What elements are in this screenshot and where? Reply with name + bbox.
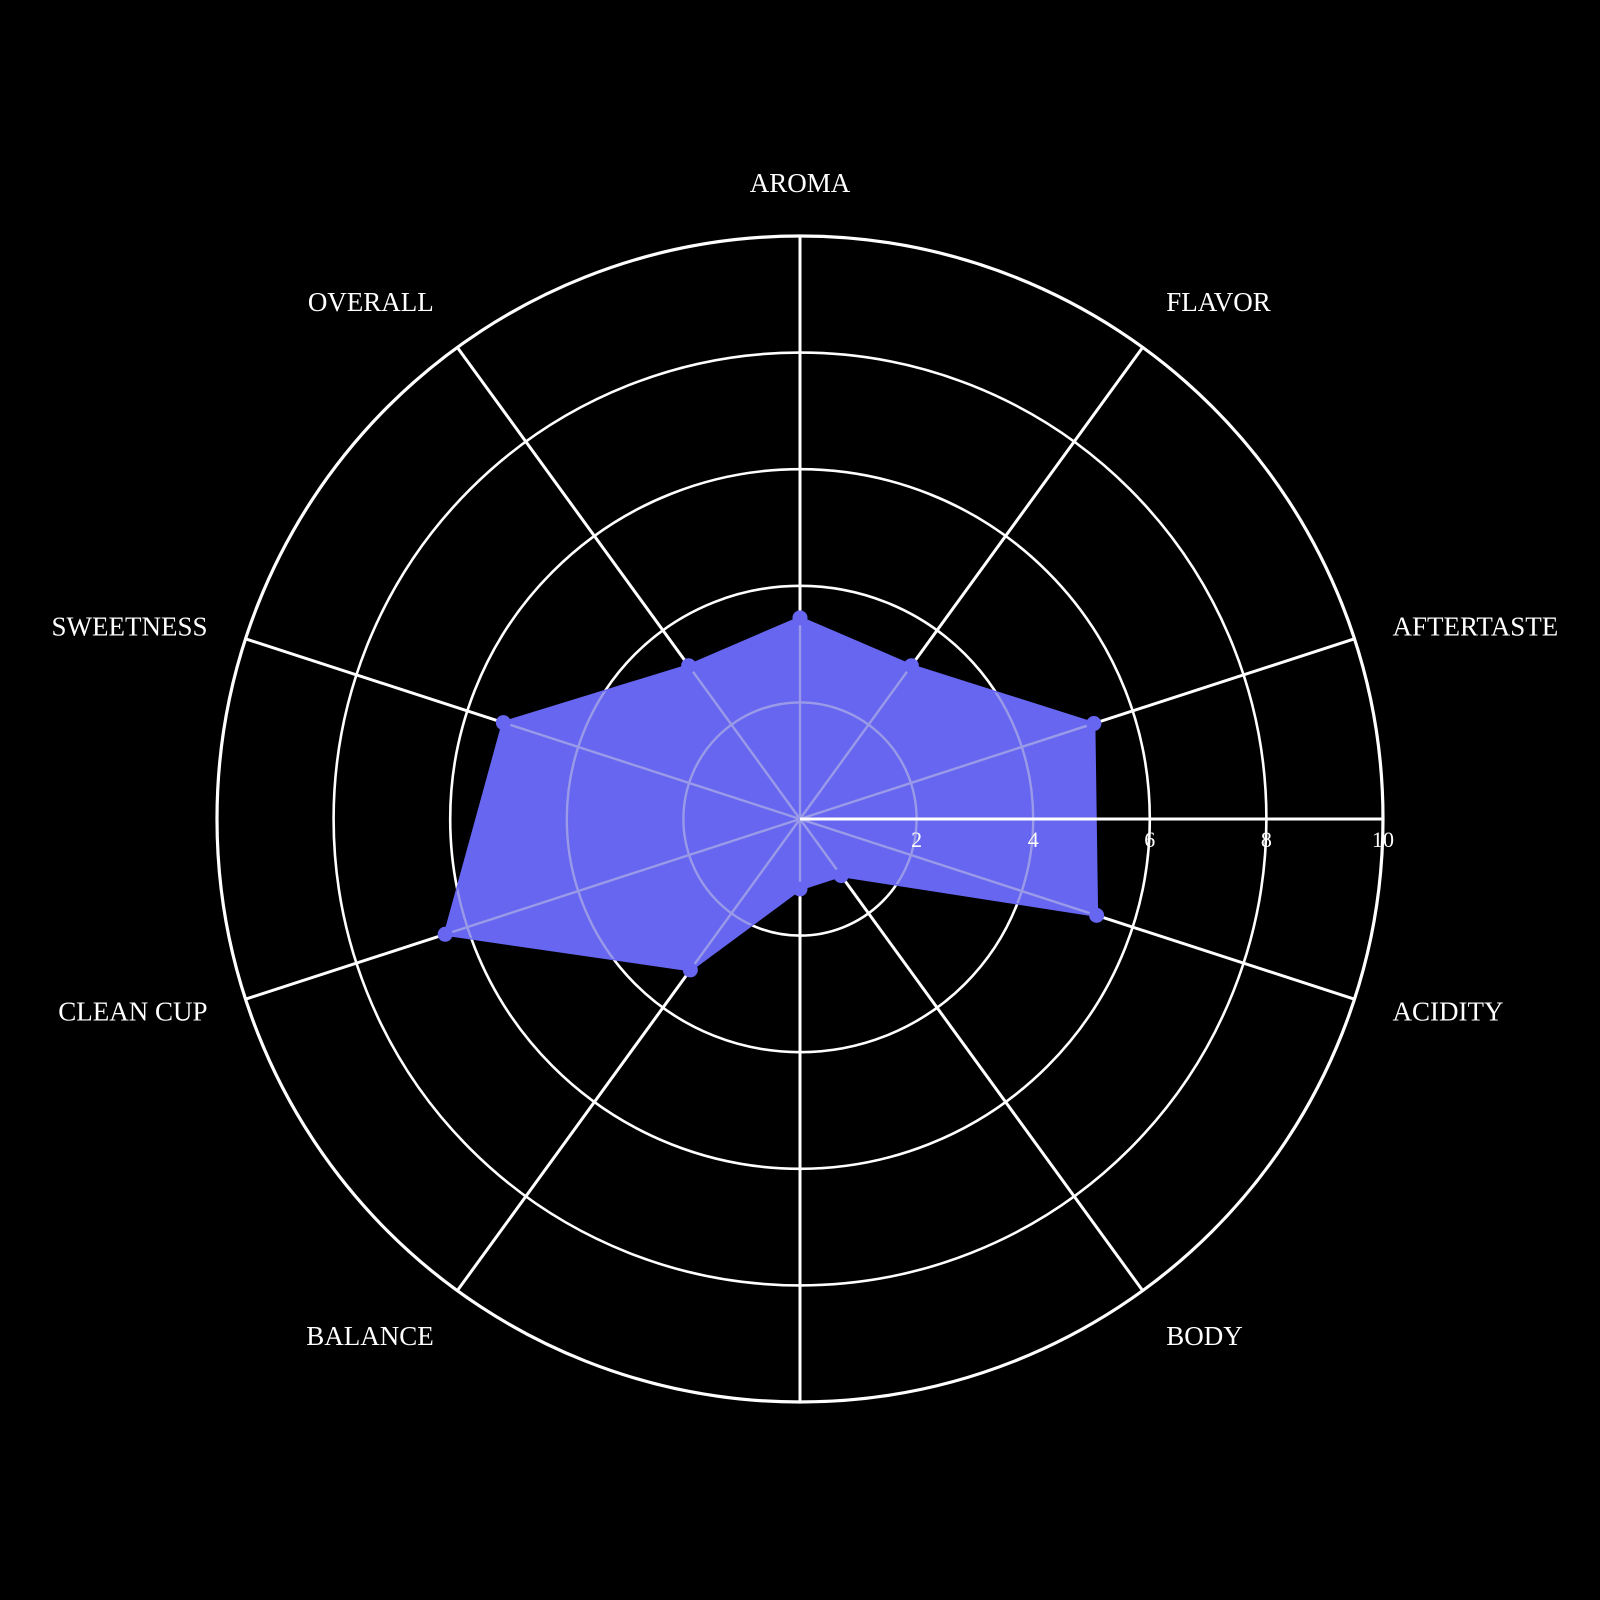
axis-label-balance: BALANCE [306, 1321, 434, 1351]
data-point-6[interactable] [682, 962, 698, 978]
data-point-5[interactable] [792, 881, 808, 897]
radar-axis-labels: AROMA FLAVOR AFTERTASTE ACIDITY BODY BALANCE C… [51, 168, 1558, 1351]
data-point-9[interactable] [681, 658, 697, 674]
axis-label-clean-cup: CLEAN CUP [58, 997, 207, 1027]
inner-grid-spoke-9 [456, 617, 801, 820]
radial-tick-label-10: 10 [1372, 827, 1394, 852]
axis-label-sweetness: SWEETNESS [51, 612, 207, 642]
axis-label-aftertaste: AFTERTASTE [1393, 612, 1559, 642]
data-point-8[interactable] [495, 715, 511, 731]
radial-tick-label-4: 4 [1028, 827, 1039, 852]
radial-tick-label-2: 2 [911, 827, 922, 852]
data-point-4[interactable] [833, 868, 849, 884]
data-point-1[interactable] [903, 658, 919, 674]
inner-grid-spoke-2 [799, 637, 1097, 821]
axis-label-aroma: AROMA [750, 168, 851, 198]
inner-grid-spoke-3 [799, 817, 1097, 970]
data-point-2[interactable] [1086, 716, 1102, 732]
inner-grid-spoke-1 [799, 617, 1097, 820]
axis-label-acidity: ACIDITY [1393, 997, 1504, 1027]
axis-label-flavor: FLAVOR [1166, 287, 1271, 317]
inner-grid-spoke-8 [445, 637, 801, 821]
radial-tick-label-8: 8 [1261, 827, 1272, 852]
inner-grid-spoke-6 [456, 818, 801, 970]
data-point-0[interactable] [792, 610, 808, 626]
inner-grid-spoke-7 [445, 817, 801, 970]
axis-label-body: BODY [1166, 1321, 1243, 1351]
radial-tick-labels: 2 4 6 8 10 [911, 827, 1394, 852]
radial-tick-label-6: 6 [1144, 827, 1155, 852]
data-point-3[interactable] [1089, 907, 1105, 923]
data-point-7[interactable] [437, 926, 453, 942]
grid-spoke-4 [798, 818, 1144, 1292]
axis-label-overall: OVERALL [308, 287, 434, 317]
